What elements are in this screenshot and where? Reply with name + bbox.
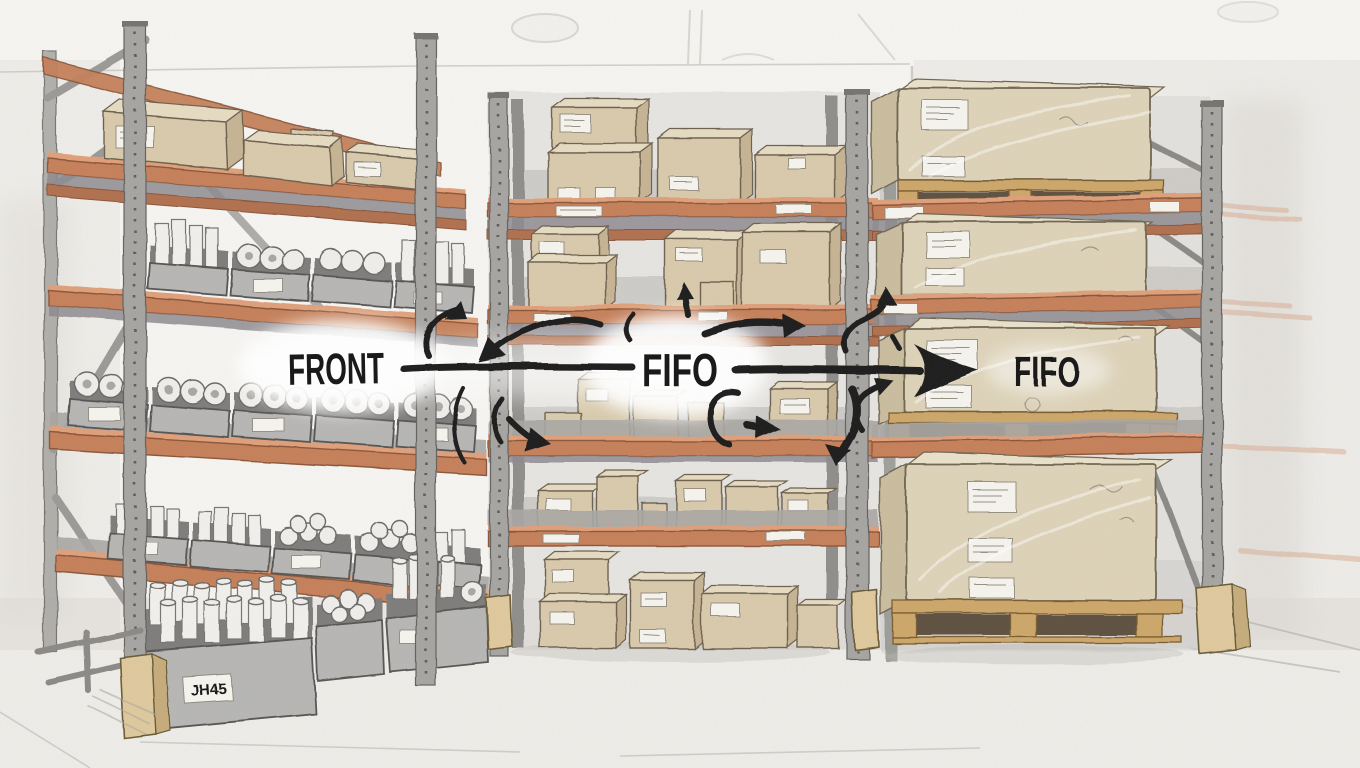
main-flow-arrow-segment-1 xyxy=(400,363,636,373)
fifo-center-label: FIFO xyxy=(642,344,718,396)
column-guard-middle-left xyxy=(485,594,513,650)
pallet-crate-top xyxy=(871,78,1166,206)
front-label: FRONT xyxy=(288,344,385,395)
ceiling-light xyxy=(511,13,579,43)
column-guard-right xyxy=(1195,583,1237,655)
main-flow-arrow-segment-2 xyxy=(732,365,924,375)
right-wall-shading xyxy=(1222,100,1302,640)
floor-bin-code-label: JH45 xyxy=(191,681,228,700)
pallet-crate-floor xyxy=(879,451,1185,665)
ceiling-light-far xyxy=(1217,1,1279,23)
column-guard-middle-right xyxy=(851,588,879,650)
fifo-pallet-label: FIFO xyxy=(1014,348,1080,395)
left-rack-back-post xyxy=(43,51,58,653)
middle-rack-beam-4 xyxy=(487,510,879,547)
column-guard-left xyxy=(119,653,157,739)
